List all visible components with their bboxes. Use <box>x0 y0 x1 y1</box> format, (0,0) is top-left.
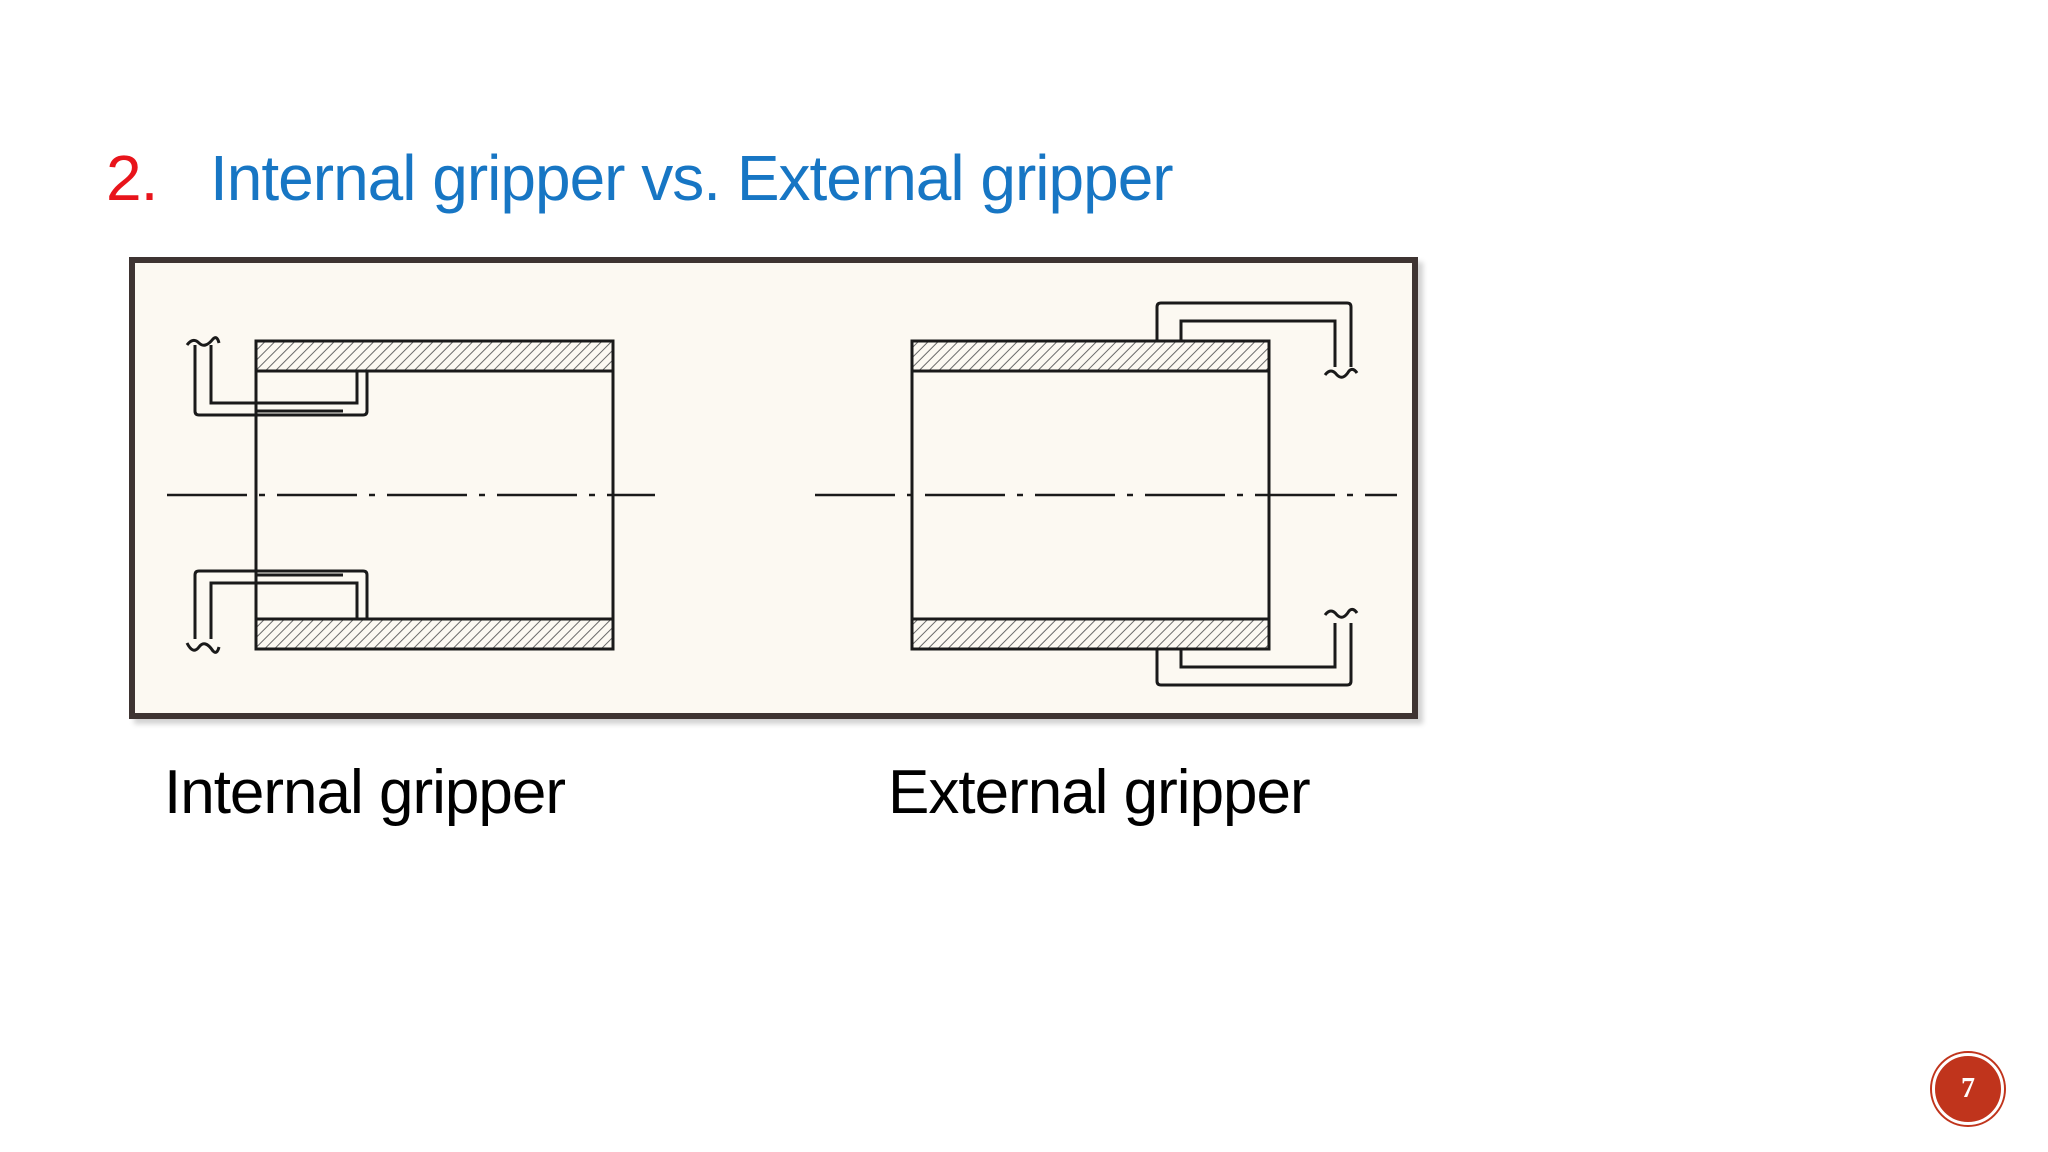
page-number-badge: 7 <box>1932 1053 2004 1125</box>
external-gripper-drawing <box>815 301 1397 687</box>
internal-pipe-bottom-wall <box>254 617 615 651</box>
external-top-jaw <box>1179 319 1337 367</box>
internal-top-jaw <box>209 345 359 405</box>
external-pipe-bottom-wall <box>910 617 1271 651</box>
gripper-diagram <box>167 301 1397 687</box>
external-bottom-jaw <box>1179 623 1337 669</box>
external-pipe-top-wall <box>910 339 1271 373</box>
internal-pipe-top-wall <box>254 339 615 373</box>
slide-title: 2. Internal gripper vs. External gripper <box>106 138 1174 218</box>
gripper-diagram-frame <box>129 257 1418 719</box>
title-text: Internal gripper vs. External gripper <box>210 142 1174 214</box>
internal-gripper-drawing <box>167 336 655 654</box>
title-number: 2. <box>106 142 158 214</box>
external-gripper-caption: External gripper <box>888 758 1311 827</box>
internal-gripper-caption: Internal gripper <box>164 758 566 827</box>
internal-bottom-jaw <box>209 581 359 639</box>
